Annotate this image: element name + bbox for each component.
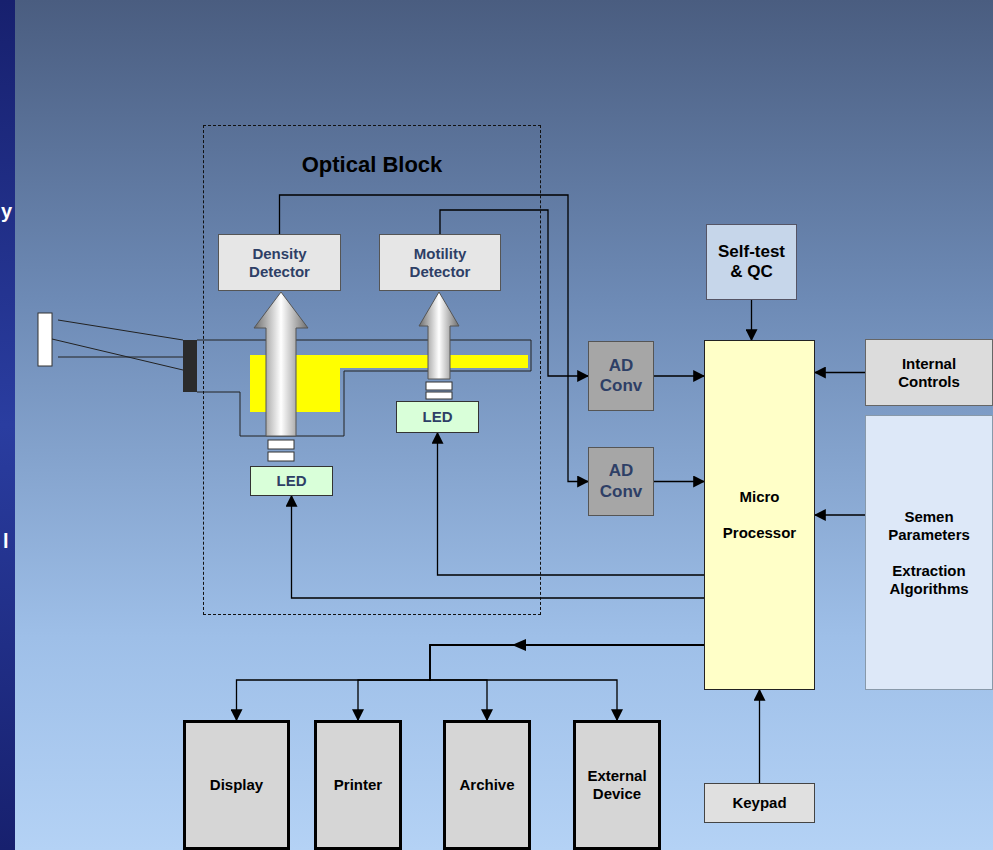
input-box: Keypad [704,783,815,823]
signal-arrow [759,690,760,783]
node-label: Semen Parameters [872,508,986,544]
signal-arrow [430,645,704,720]
signal-arrow [751,300,752,340]
plunger [38,313,52,366]
light-beam [254,292,308,436]
node-label: LED [423,408,453,426]
slide-border [0,0,15,850]
node-label: Keypad [732,794,786,812]
node-label: AD Conv [595,356,647,397]
barrel-line [58,357,183,358]
node-label: Self-test & QC [713,242,790,283]
light-beam [419,292,459,379]
seal [183,340,197,392]
node-label: Archive [459,776,514,794]
edge-fragment-text: y [1,200,12,223]
node-label: Micro Processor [711,479,808,551]
signal-arrow [654,375,704,376]
node-label: Density Detector [225,245,334,281]
signal-arrow [438,433,705,575]
group-title: Optical Block [302,152,443,178]
process-box: Semen ParametersExtraction Algorithms [865,415,993,690]
signal-arrow [237,645,705,720]
signal-arrow [815,514,865,515]
chamber-outline [197,340,531,436]
detector-box: Density Detector [218,234,341,291]
node-label: External Device [582,767,652,803]
edge-fragment-text: l [3,530,9,553]
lens [268,452,294,461]
barrel-line [58,320,183,340]
node-label: Internal Controls [872,355,986,391]
converter-box: AD Conv [588,341,654,411]
output-box: Display [183,720,290,850]
plunger-rod [52,339,183,370]
led-box: LED [396,401,479,433]
output-box: Printer [314,720,402,850]
process-box: Self-test & QC [706,224,797,300]
node-label: Printer [334,776,382,794]
group-region: Optical BlockDensity Detector Motility De… [203,125,541,615]
node-label: Display [210,776,263,794]
lens [268,440,294,449]
processor-box: Micro Processor [704,340,815,690]
process-box: Internal Controls [865,339,993,406]
node-label: Extraction Algorithms [872,562,986,598]
converter-box: AD Conv [588,447,654,516]
signal-arrow [358,645,704,720]
lens [426,392,452,399]
led-box: LED [250,466,333,496]
node-label: LED [277,472,307,490]
lens [426,382,452,390]
detector-box: Motility Detector [379,234,501,291]
node-label: AD Conv [595,461,647,502]
signal-arrow [430,645,704,720]
output-box: External Device [573,720,661,850]
node-label: Motility Detector [386,245,494,281]
signal-arrow [815,372,865,373]
signal-arrow [654,481,704,482]
output-box: Archive [443,720,531,850]
